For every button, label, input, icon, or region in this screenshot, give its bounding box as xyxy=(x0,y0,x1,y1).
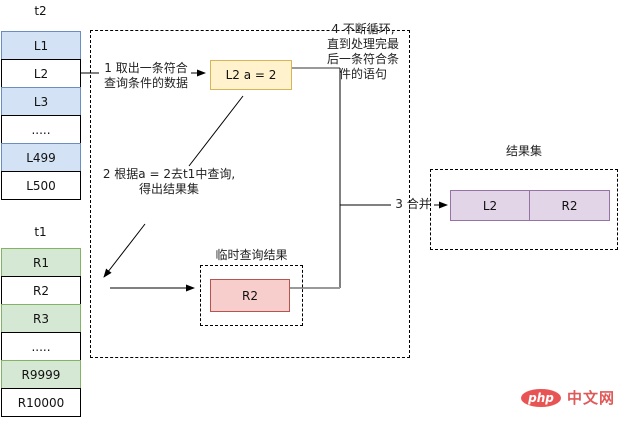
temp-result-dashed-box xyxy=(200,265,303,326)
step4-label-line4: 件的语句 xyxy=(338,67,387,81)
step2-label-line2: 得出结果集 xyxy=(138,182,199,196)
table-row: R9999 xyxy=(1,360,81,389)
table-t2: L1 L2 L3 ..... L499 L500 xyxy=(1,31,81,200)
result-cell: R2 xyxy=(530,190,610,221)
table-row: L1 xyxy=(1,31,81,60)
step4-label-line1: 4 不断循环, xyxy=(331,22,395,36)
table-row: L2 xyxy=(1,59,81,88)
fetched-row-node: L2 a = 2 xyxy=(210,60,292,90)
step4-label-line3: 后一条符合条 xyxy=(326,52,399,66)
table-t1: R1 R2 R3 ..... R9999 R10000 xyxy=(1,248,81,417)
step1-label: 1 取出一条符合 查询条件的数据 xyxy=(98,61,194,91)
loop-dashed-box xyxy=(90,30,410,358)
table-row: R3 xyxy=(1,304,81,333)
step4-label-line2: 直到处理完最 xyxy=(326,37,399,51)
step3-label: 3 合并 xyxy=(395,197,431,211)
result-set-title: 结果集 xyxy=(505,144,542,158)
result-set-dashed-box xyxy=(430,169,618,250)
result-set-row: L2 R2 xyxy=(450,190,610,221)
step4-label: 4 不断循环, 直到处理完最 后一条符合条 件的语句 xyxy=(318,22,408,82)
result-cell: L2 xyxy=(450,190,530,221)
temp-result-title: 临时查询结果 xyxy=(215,248,288,262)
site-logo: php 中文网 xyxy=(521,387,615,408)
step2-label-line1: 2 根据a = 2去t1中查询, xyxy=(102,167,236,181)
table-row: L3 xyxy=(1,87,81,116)
step2-label: 2 根据a = 2去t1中查询, 得出结果集 xyxy=(100,167,238,197)
table-row: ..... xyxy=(1,115,81,144)
table-row: R10000 xyxy=(1,388,81,417)
php-logo-badge: php xyxy=(521,388,561,407)
table-t1-title: t1 xyxy=(34,225,47,239)
step1-label-line1: 1 取出一条符合 xyxy=(104,61,188,75)
table-row: L500 xyxy=(1,171,81,200)
table-row: R2 xyxy=(1,276,81,305)
step1-label-line2: 查询条件的数据 xyxy=(103,76,188,90)
table-row: L499 xyxy=(1,143,81,172)
temp-result-node: R2 xyxy=(210,279,290,312)
table-row: ..... xyxy=(1,332,81,361)
php-logo-text: 中文网 xyxy=(567,389,616,407)
table-row: R1 xyxy=(1,248,81,277)
table-t2-title: t2 xyxy=(34,4,47,18)
